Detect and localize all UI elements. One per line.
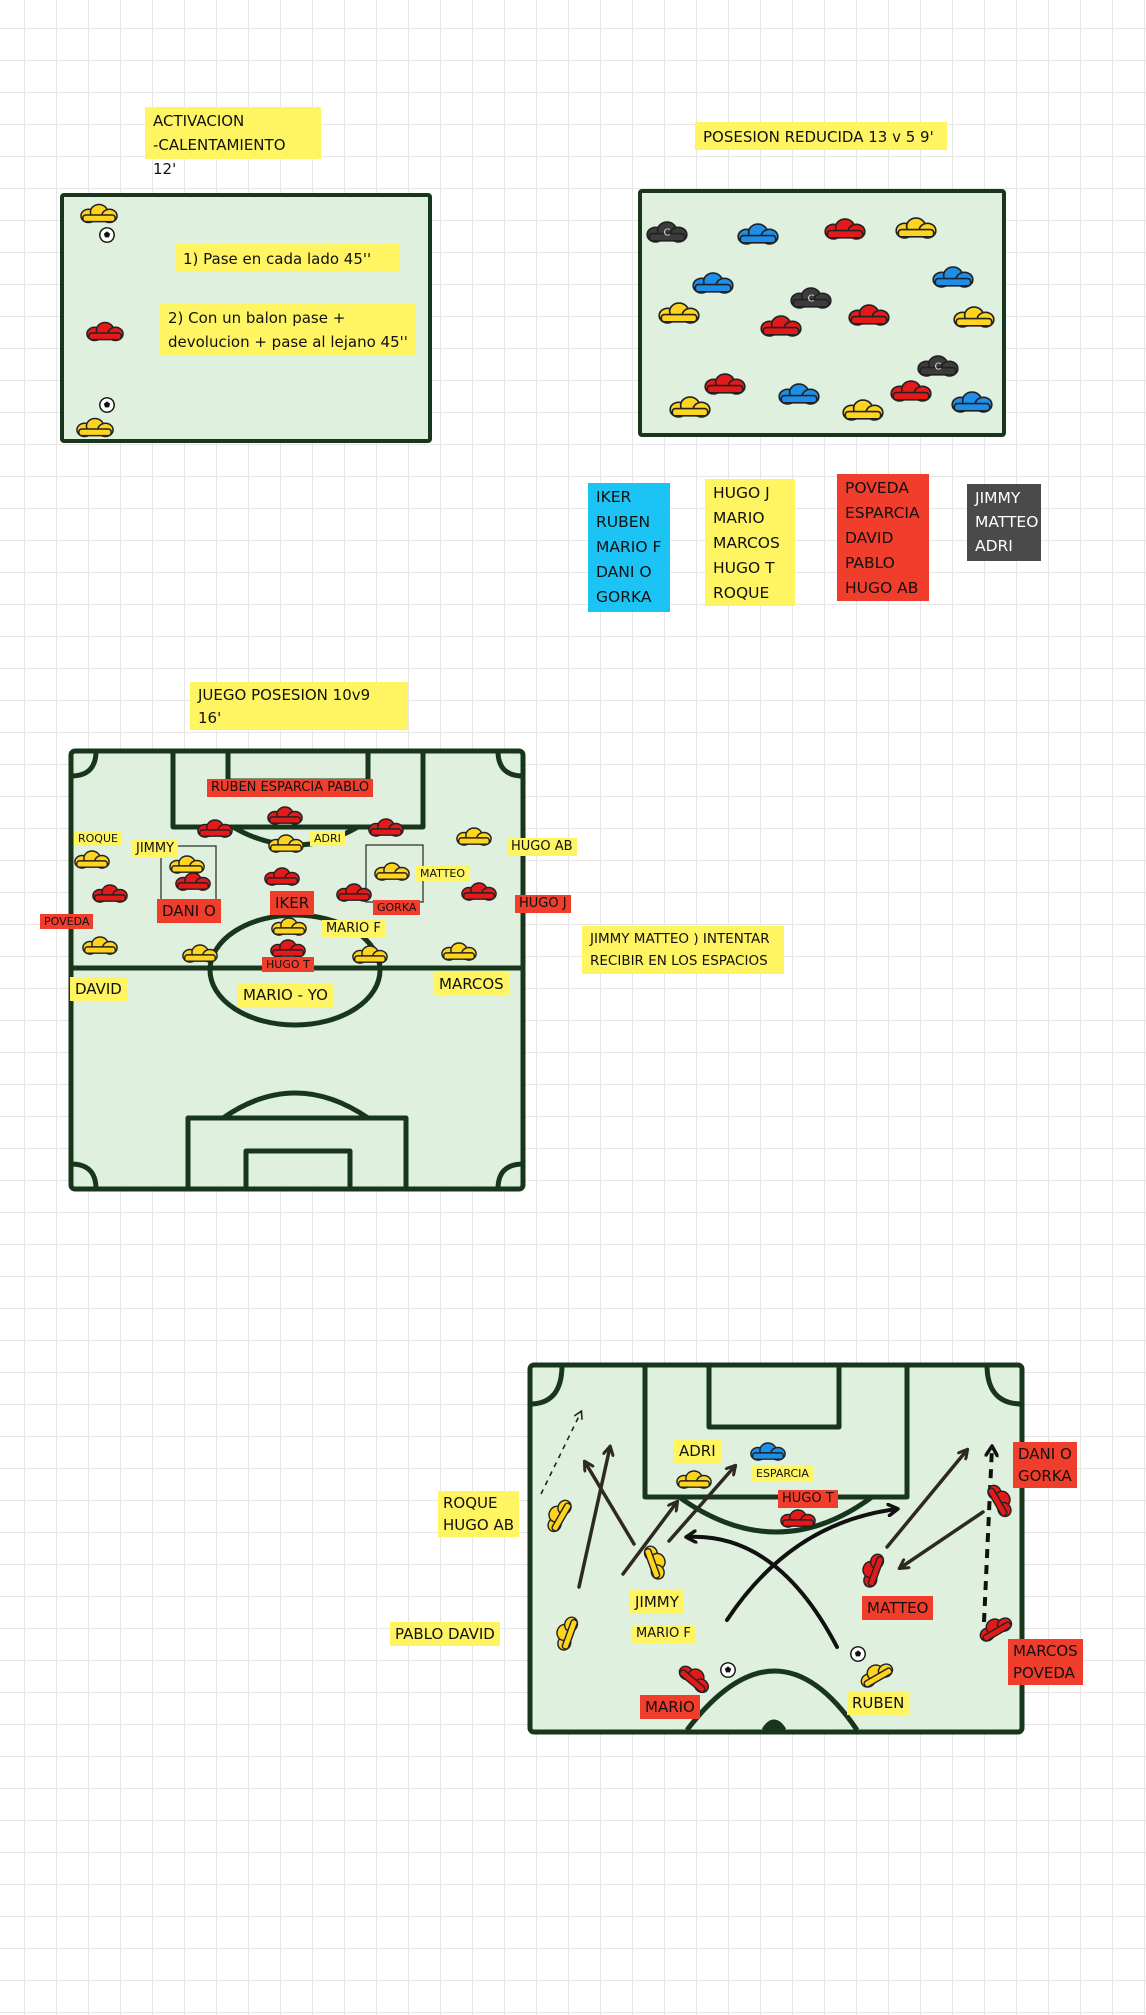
activation-step-2: 2) Con un balon pase + devolucion + pase… (160, 304, 416, 356)
drill-pitch (527, 1362, 1025, 1735)
label-matteo: MATTEO (862, 1596, 934, 1620)
label-adri: ADRI (674, 1439, 721, 1463)
label-matteo: MATTEO (416, 866, 470, 881)
label-mario-f: MARIO F (322, 920, 385, 938)
label-jimmy: JIMMY (630, 1590, 684, 1614)
player-token-icon (76, 416, 114, 440)
label-roque-hugo-ab: ROQUE HUGO AB (438, 1491, 520, 1537)
label-mario-f: MARIO F (632, 1625, 695, 1643)
label-david: DAVID (70, 977, 127, 1001)
soccer-ball-icon (98, 226, 116, 244)
label-pablo-david: PABLO DAVID (390, 1622, 500, 1646)
possession-small-field (638, 189, 1006, 437)
label-roque: ROQUE (74, 831, 122, 846)
label-dani-o: DANI O (157, 899, 221, 923)
activation-step-1: 1) Pase en cada lado 45'' (175, 244, 399, 272)
team-red-list: POVEDA ESPARCIA DAVID PABLO HUGO AB (837, 474, 929, 601)
label-adri: ADRI (310, 831, 345, 846)
label-mario: MARIO (640, 1695, 700, 1719)
game-possession-title: JUEGO POSESION 10v9 16' (190, 682, 408, 730)
label-hugo-ab: HUGO AB (507, 838, 577, 856)
player-token-icon (86, 320, 124, 344)
label-marcos: MARCOS (434, 972, 509, 996)
label-poveda: POVEDA (40, 914, 94, 929)
player-token-icon (80, 202, 118, 226)
label-hugo-j: HUGO J (515, 895, 571, 913)
label-ruben-esparcia-pablo: RUBEN ESPARCIA PABLO (207, 779, 374, 797)
label-gorka: GORKA (373, 900, 421, 915)
label-ruben: RUBEN (847, 1691, 910, 1715)
game-possession-note: JIMMY MATTEO ) INTENTAR RECIBIR EN LOS E… (582, 926, 784, 974)
activation-title: ACTIVACION -CALENTAMIENTO 12' (145, 107, 321, 178)
label-hugo-t: HUGO T (262, 957, 314, 972)
label-marcos-poveda: MARCOS POVEDA (1008, 1639, 1083, 1685)
label-mario-yo: MARIO - YO (238, 983, 333, 1007)
team-blue-list: IKER RUBEN MARIO F DANI O GORKA (588, 483, 670, 612)
label-hugo-t: HUGO T (778, 1490, 838, 1508)
label-esparcia: ESPARCIA (752, 1466, 813, 1481)
label-dani-o-gorka: DANI O GORKA (1013, 1442, 1077, 1488)
label-iker: IKER (270, 891, 315, 915)
soccer-ball-icon (98, 396, 116, 414)
team-yellow-list: HUGO J MARIO MARCOS HUGO T ROQUE (705, 479, 795, 606)
label-jimmy: JIMMY (132, 840, 179, 858)
team-gray-list: JIMMY MATTEO ADRI (967, 484, 1041, 561)
possession-small-title: POSESION REDUCIDA 13 v 5 9' (695, 122, 947, 150)
